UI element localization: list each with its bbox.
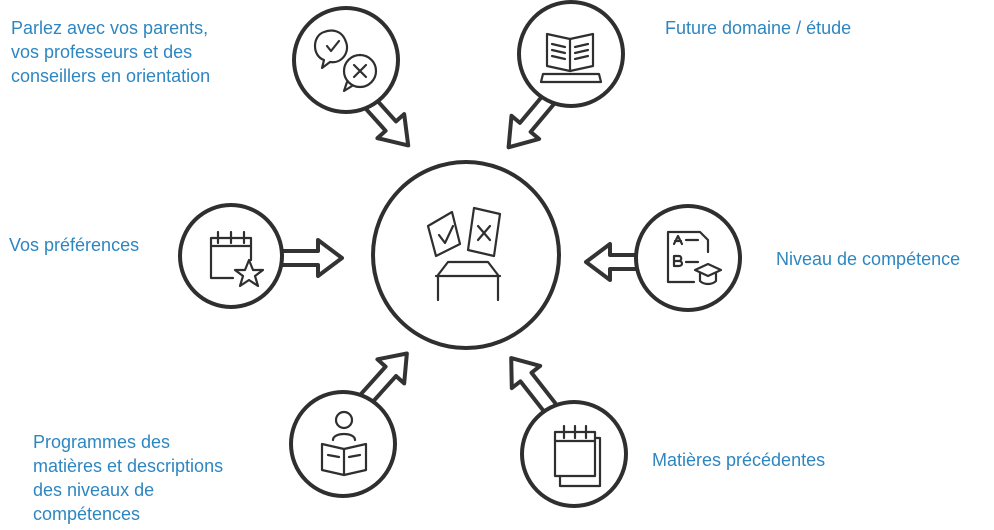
label-programs: Programmes des matières et descriptions … [33, 430, 223, 526]
node-programs [289, 390, 397, 498]
label-level: Niveau de compétence [776, 247, 960, 271]
label-level-line-1: Niveau de compétence [776, 249, 961, 269]
label-preferences: Vos préférences [9, 233, 139, 257]
speech-bubbles-check-cross-icon [313, 29, 378, 93]
label-talk-line-1: Parlez avec vos parents, [11, 18, 209, 38]
label-programs-line-2: matières et descriptions [33, 456, 224, 476]
calendar-star-icon [209, 230, 265, 288]
label-previous: Matières précédentes [652, 448, 825, 472]
open-book-icon [539, 32, 603, 84]
grades-document-graduation-cap-icon [666, 230, 723, 286]
center-node [371, 160, 561, 350]
label-talk-line-2: vos professeurs et des [11, 42, 193, 62]
node-talk [292, 6, 400, 114]
label-future-line-1: Future domaine / étude [665, 18, 852, 38]
calendar-icon [553, 424, 602, 488]
ballot-box-check-cross-icon [426, 206, 502, 302]
label-previous-line-1: Matières précédentes [652, 450, 826, 470]
label-talk-line-3: conseillers en orientation [11, 66, 211, 86]
node-future [517, 0, 625, 108]
label-future: Future domaine / étude [665, 16, 851, 40]
person-reading-icon [320, 410, 368, 477]
label-talk: Parlez avec vos parents, vos professeurs… [11, 16, 210, 88]
label-programs-line-1: Programmes des [33, 432, 171, 452]
label-programs-line-4: compétences [33, 504, 141, 524]
node-level [634, 204, 742, 312]
node-previous [520, 400, 628, 508]
node-preferences [178, 203, 284, 309]
label-programs-line-3: des niveaux de [33, 480, 155, 500]
label-preferences-line-1: Vos préférences [9, 235, 140, 255]
